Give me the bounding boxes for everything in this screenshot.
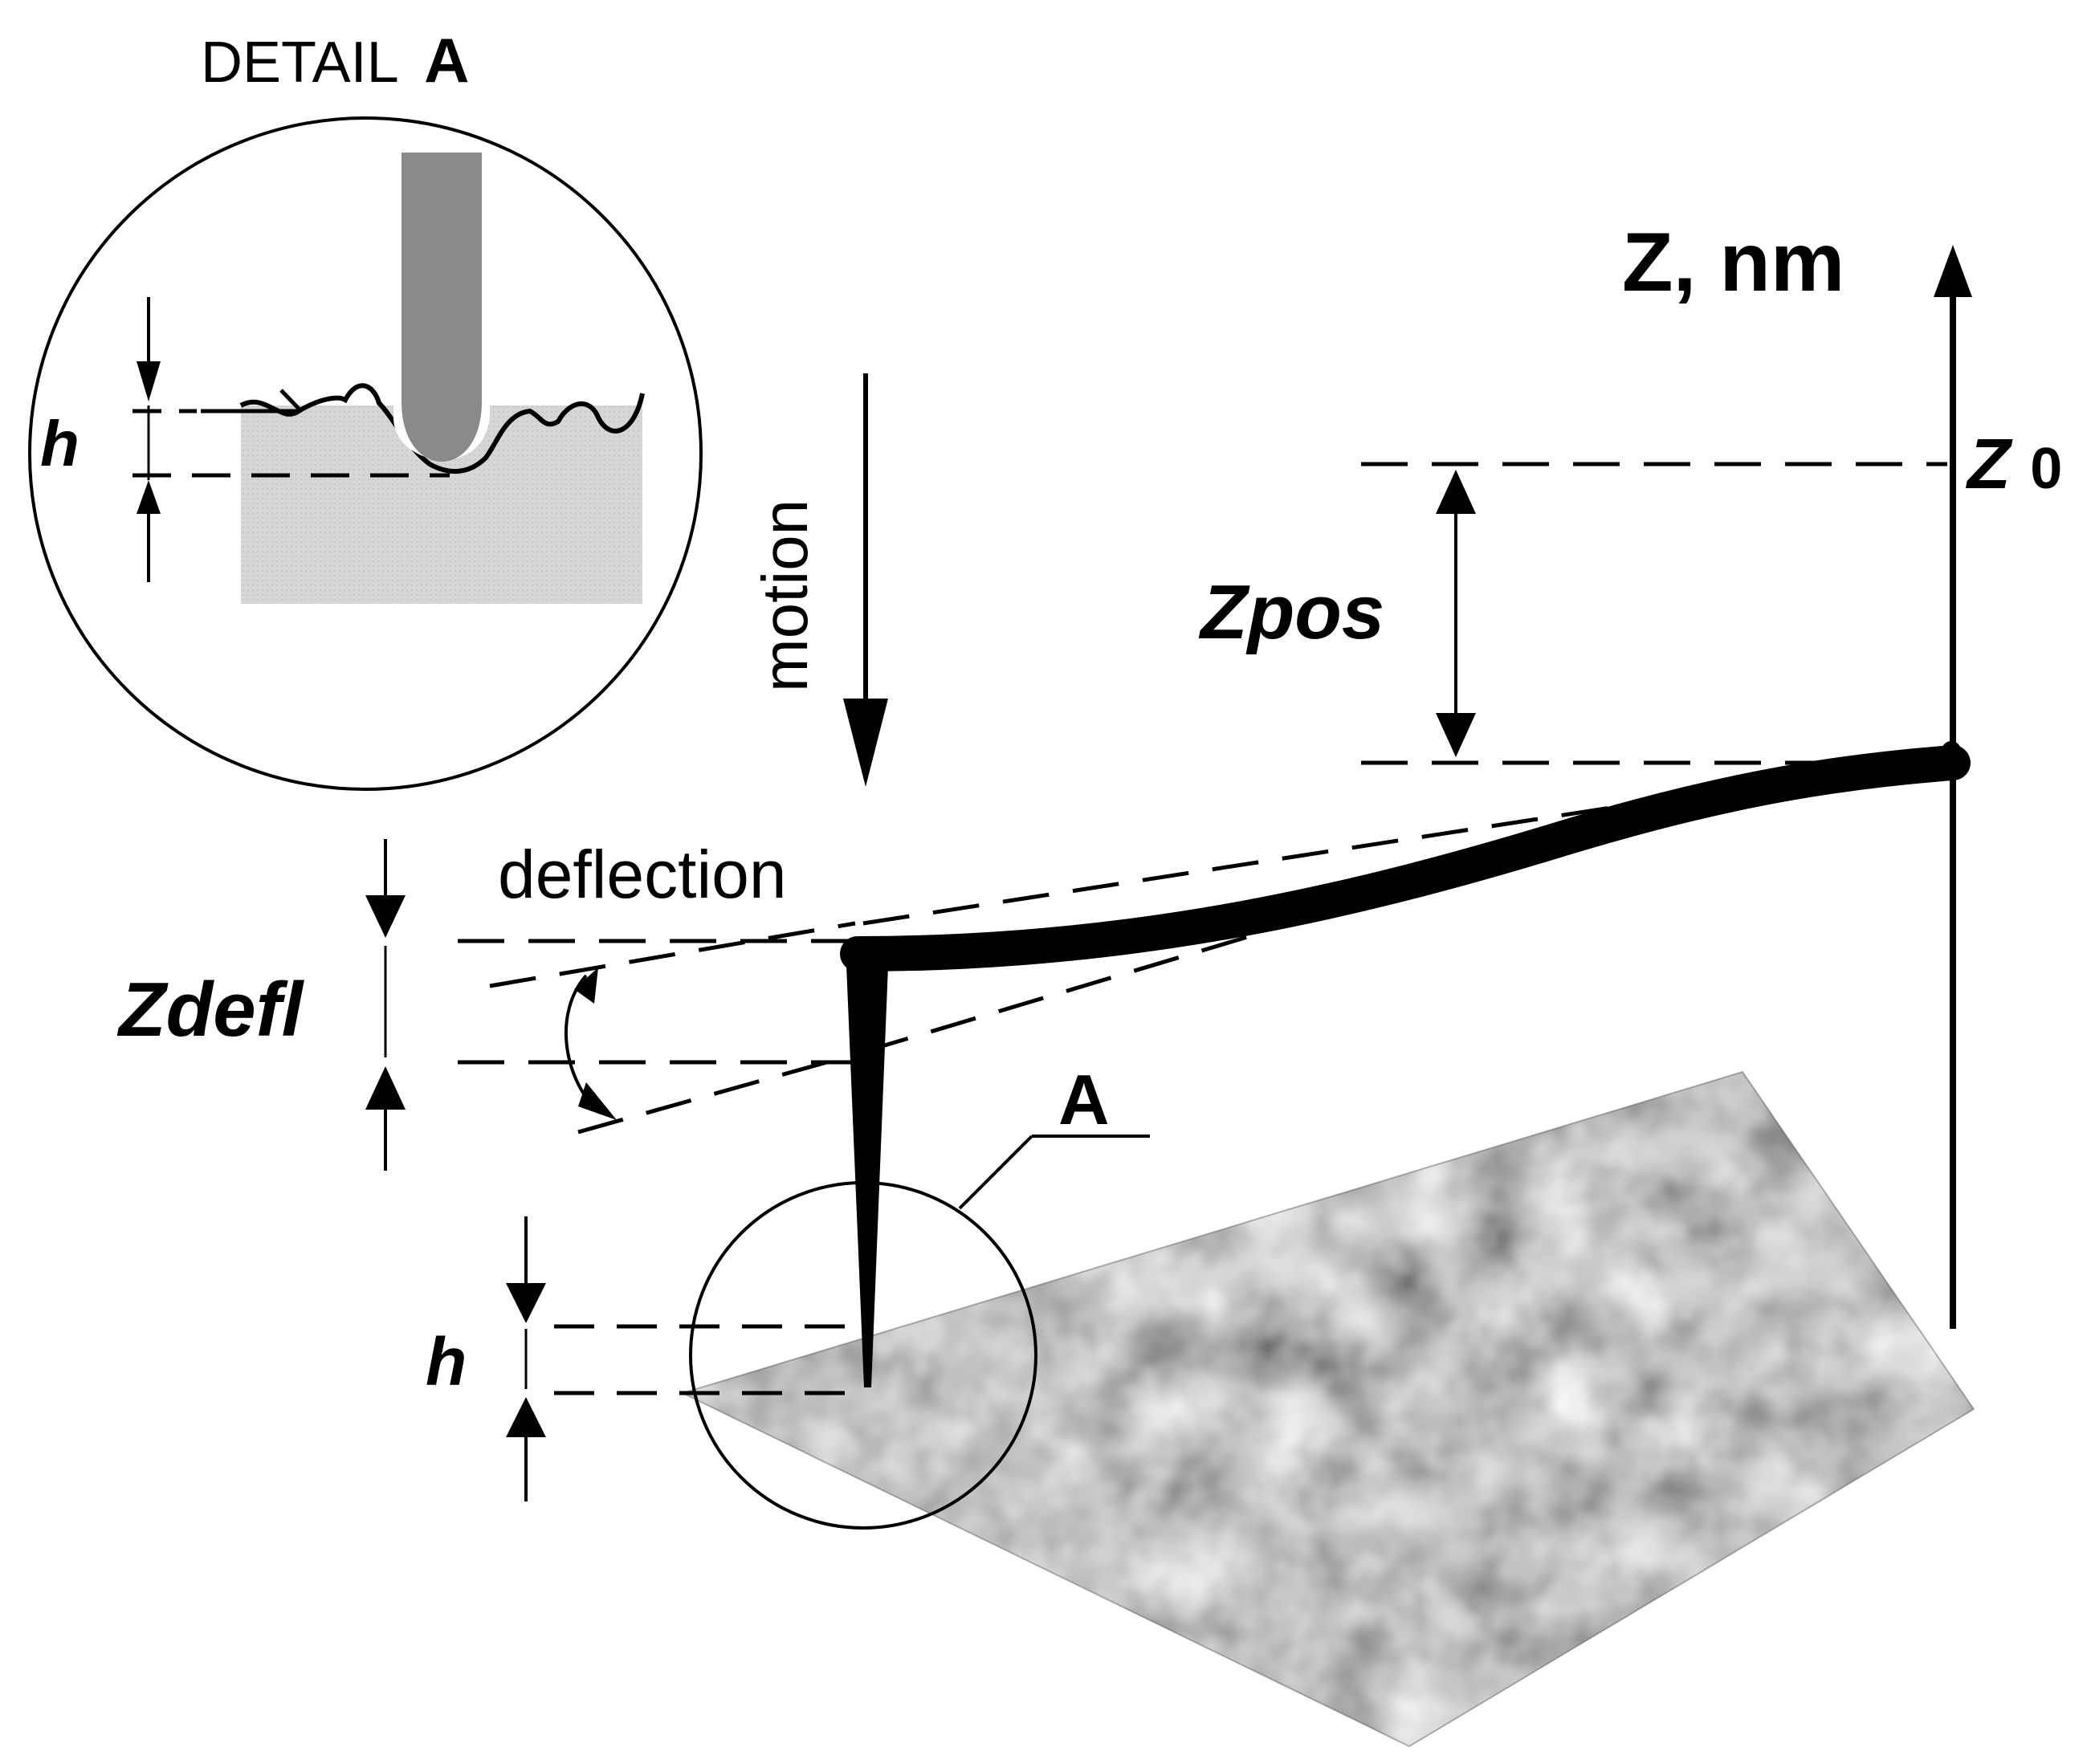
- callout-a: A: [689, 1060, 1150, 1530]
- cantilever-tip: [846, 946, 889, 1387]
- cantilever: deflection: [498, 741, 1971, 1387]
- deflection-label: deflection: [498, 837, 787, 912]
- h-label: h: [426, 1324, 467, 1399]
- detail-h-label: h: [40, 408, 79, 479]
- detail-surface-profile: [239, 383, 645, 474]
- z-axis-label: Z, nm: [1622, 216, 1844, 309]
- motion-label: motion: [749, 499, 821, 692]
- detail-probe-tip: [401, 153, 482, 462]
- zpos-label: Zpos: [1198, 569, 1384, 655]
- detail-circle: [28, 116, 703, 791]
- detail-title: DETAIL A: [201, 25, 469, 96]
- callout-circle: [689, 1181, 1037, 1530]
- h-dimension: h: [426, 1216, 867, 1501]
- callout-a-label: A: [1058, 1060, 1110, 1139]
- detail-word: DETAIL: [201, 31, 397, 95]
- z0-main: Z: [1965, 424, 2013, 503]
- z0-subscript: 0: [2030, 437, 2062, 501]
- detail-letter: A: [424, 25, 469, 96]
- motion-arrow: motion: [749, 373, 888, 787]
- zdefl-label: Zdefl: [116, 967, 305, 1053]
- z-axis: Z, nm Z 0: [1622, 216, 2062, 1329]
- zdefl-dimension: Zdefl: [116, 839, 859, 1171]
- detail-a-inset: DETAIL A h: [28, 25, 703, 791]
- z0-label: Z 0: [1965, 424, 2062, 503]
- cantilever-beam: [840, 745, 1971, 972]
- zpos-dimension: Zpos: [1198, 462, 1947, 765]
